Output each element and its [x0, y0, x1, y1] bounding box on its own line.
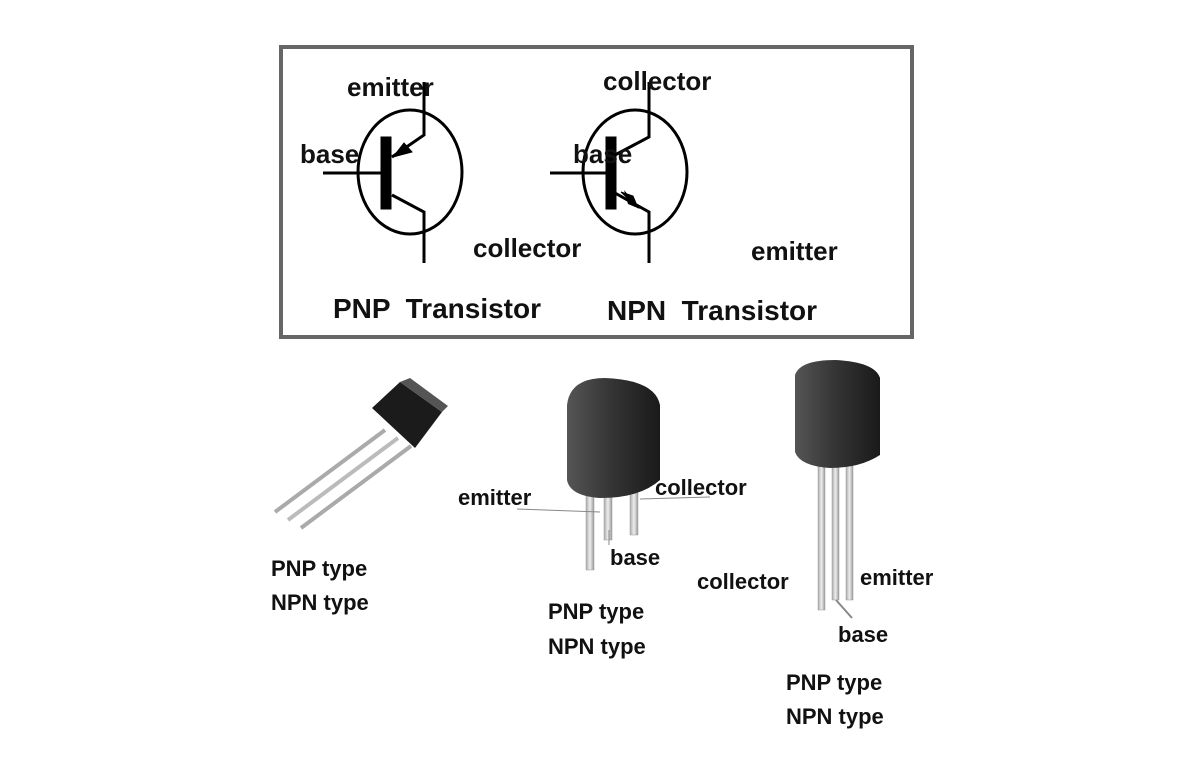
package-3-base-label: base [838, 622, 888, 647]
package-1-type-npn: NPN type [271, 590, 369, 615]
emitter-arrow [391, 142, 413, 158]
npn-title: NPN Transistor [607, 295, 817, 326]
pnp-base-label: base [300, 139, 359, 169]
pnp-symbol [323, 82, 464, 263]
pnp-collector-label: collector [473, 233, 581, 263]
package-2-collector-label: collector [655, 475, 747, 500]
package-3-type-pnp: PNP type [786, 670, 882, 695]
package-3-type-npn: NPN type [786, 704, 884, 729]
package-2-base-label: base [610, 545, 660, 570]
package-2-emitter-label: emitter [458, 485, 532, 510]
pnp-title: PNP Transistor [333, 293, 541, 324]
package-3-emitter-label: emitter [860, 565, 934, 590]
package-1-illustration [273, 378, 448, 530]
package-1-type-pnp: PNP type [271, 556, 367, 581]
npn-emitter-label: emitter [751, 236, 838, 266]
package-3-illustration [795, 360, 880, 619]
package-2-type-pnp: PNP type [548, 599, 644, 624]
package-2-illustration [516, 378, 711, 571]
package-3-collector-label: collector [697, 569, 789, 594]
npn-collector-label: collector [603, 66, 711, 96]
npn-base-label: base [573, 139, 632, 169]
pnp-emitter-label: emitter [347, 72, 434, 102]
package-2-type-npn: NPN type [548, 634, 646, 659]
